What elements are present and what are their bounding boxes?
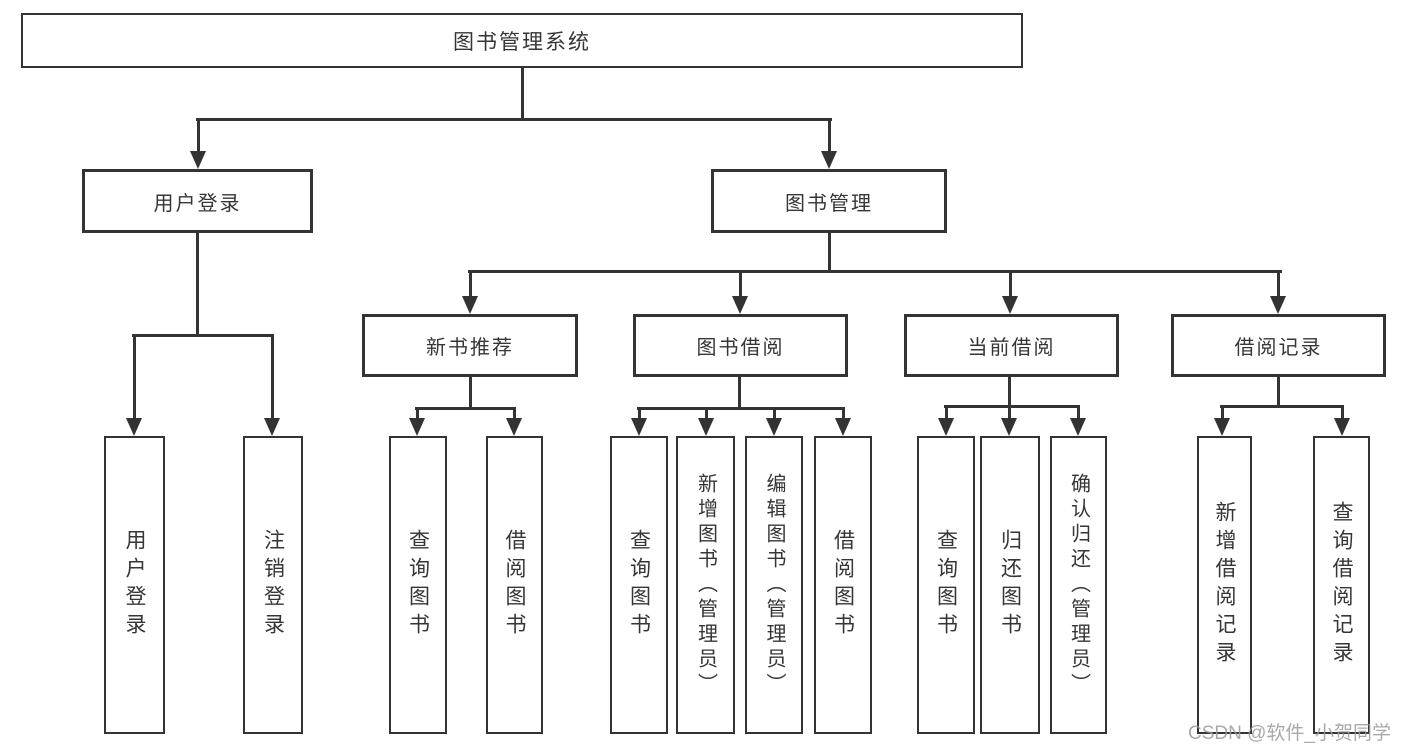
connector-drop-leaf — [705, 407, 708, 419]
arrow-down-icon — [1214, 418, 1230, 436]
node-user-login: 用户登录 — [82, 169, 313, 233]
leaf-edit-book-admin: 编辑图书（管理员） — [745, 436, 803, 734]
connector-user-login-bar — [132, 334, 274, 337]
leaf-label: 查询借阅记录 — [1330, 501, 1353, 669]
arrow-down-icon — [264, 418, 280, 436]
leaf-confirm-return-admin: 确认归还（管理员） — [1050, 436, 1107, 734]
connector-bar — [1220, 405, 1344, 408]
leaf-label: 借阅图书 — [831, 529, 855, 641]
connector-book-management-stem — [828, 233, 831, 273]
connector-stem — [469, 377, 472, 410]
connector-bar — [637, 407, 845, 410]
arrow-down-icon — [1270, 296, 1286, 314]
leaf-label: 查询图书 — [934, 529, 958, 641]
leaf-label: 归还图书 — [998, 529, 1022, 641]
node-label: 新书推荐 — [426, 337, 514, 359]
leaf-label: 新增图书（管理员） — [694, 472, 717, 698]
connector-drop-leaf — [1008, 405, 1011, 419]
connector-drop-leaf — [945, 405, 948, 419]
leaf-label: 用户登录 — [123, 529, 146, 641]
node-borrow-records: 借阅记录 — [1171, 314, 1386, 377]
node-label: 图书管理系统 — [453, 30, 591, 54]
connector-drop-l3 — [1009, 270, 1012, 297]
connector-drop-leaf — [1341, 405, 1344, 419]
leaf-label: 注销登录 — [261, 529, 285, 641]
node-book-management: 图书管理 — [711, 169, 947, 233]
connector-bar — [944, 405, 1080, 408]
arrow-down-icon — [1001, 418, 1017, 436]
arrow-down-icon — [126, 418, 142, 436]
leaf-borrow-book-recommend: 借阅图书 — [486, 436, 543, 734]
leaf-add-book-admin: 新增图书（管理员） — [676, 436, 735, 734]
connector-drop-book-management — [828, 118, 831, 152]
leaf-label: 编辑图书（管理员） — [763, 472, 785, 698]
connector-stem — [1008, 377, 1011, 408]
connector-drop-leaf — [513, 407, 516, 419]
arrow-down-icon — [835, 418, 851, 436]
arrow-down-icon — [698, 418, 714, 436]
connector-stem — [738, 377, 741, 410]
leaf-label: 新增借阅记录 — [1213, 501, 1236, 669]
leaf-user-login: 用户登录 — [104, 436, 165, 734]
arrow-down-icon — [938, 418, 954, 436]
connector-drop-user-login — [197, 118, 200, 152]
leaf-query-book-current: 查询图书 — [917, 436, 975, 734]
leaf-label: 查询图书 — [406, 529, 430, 641]
connector-drop-l3 — [739, 270, 742, 297]
leaf-query-borrow-record: 查询借阅记录 — [1313, 436, 1370, 734]
connector-drop-leaf — [1077, 405, 1080, 419]
node-library-management-system: 图书管理系统 — [21, 13, 1023, 68]
leaf-add-borrow-record: 新增借阅记录 — [1197, 436, 1252, 734]
connector-drop-leaf — [416, 407, 419, 419]
arrow-down-icon — [766, 418, 782, 436]
node-label: 图书借阅 — [696, 337, 785, 359]
leaf-logout: 注销登录 — [243, 436, 303, 734]
arrow-down-icon — [1002, 296, 1018, 314]
node-label: 当前借阅 — [967, 337, 1056, 359]
node-book-borrow: 图书借阅 — [633, 314, 848, 377]
node-current-borrow: 当前借阅 — [904, 314, 1119, 377]
connector-drop-leaf — [773, 407, 776, 419]
connector-drop-leaf — [1221, 405, 1224, 419]
connector-drop-leaf — [842, 407, 845, 419]
connector-drop-leaf — [271, 334, 274, 419]
arrow-down-icon — [732, 296, 748, 314]
leaf-return-book: 归还图书 — [980, 436, 1040, 734]
connector-stem — [1277, 377, 1280, 408]
connector-user-login-stem — [196, 233, 199, 336]
node-label: 图书管理 — [785, 192, 873, 215]
node-new-book-recommend: 新书推荐 — [362, 314, 578, 377]
arrow-down-icon — [1070, 418, 1086, 436]
arrow-down-icon — [462, 296, 478, 314]
leaf-label: 查询图书 — [627, 529, 651, 641]
arrow-down-icon — [409, 418, 425, 436]
node-label: 借阅记录 — [1234, 337, 1323, 359]
leaf-label: 借阅图书 — [503, 529, 526, 641]
connector-root-stem — [521, 68, 524, 119]
leaf-query-book-recommend: 查询图书 — [389, 436, 447, 734]
connector-bar — [415, 407, 516, 410]
leaf-query-book: 查询图书 — [610, 436, 668, 734]
connector-drop-l3 — [469, 270, 472, 297]
connector-root-bar — [196, 118, 832, 121]
arrow-down-icon — [506, 418, 522, 436]
node-label: 用户登录 — [153, 192, 242, 215]
leaf-borrow-book: 借阅图书 — [814, 436, 872, 734]
leaf-label: 确认归还（管理员） — [1067, 472, 1090, 698]
connector-drop-l3 — [1277, 270, 1280, 297]
connector-drop-leaf — [638, 407, 641, 419]
watermark: CSDN @软件_小贺同学 — [1188, 723, 1391, 744]
arrow-down-icon — [190, 151, 206, 169]
arrow-down-icon — [1334, 418, 1350, 436]
connector-book-management-bar — [468, 270, 1282, 273]
arrow-down-icon — [821, 151, 837, 169]
arrow-down-icon — [631, 418, 647, 436]
connector-drop-leaf — [133, 334, 136, 419]
